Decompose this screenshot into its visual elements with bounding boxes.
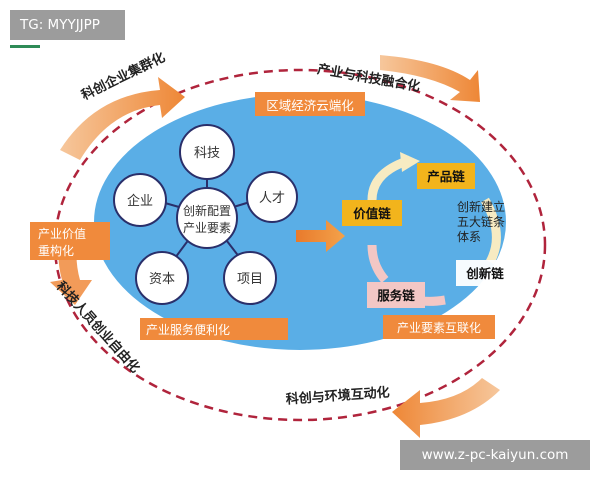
label-box-left: [30, 222, 110, 260]
chain-innovation-label: 创新链: [465, 266, 504, 281]
hub-center-text-1: 创新配置: [183, 203, 231, 218]
label-box-top: [255, 92, 365, 116]
chain-service-label: 服务链: [377, 288, 415, 303]
label-left-text-1: 产业价值: [38, 226, 86, 241]
chain-product-box: [417, 163, 475, 189]
hub-node-capital: 资本: [149, 272, 175, 287]
watermark-bottom-right: www.z-pc-kaiyun.com: [400, 440, 590, 470]
arc-label-bottom: 科创与环境互动化: [285, 384, 390, 407]
hub-node-project: 项目: [237, 272, 263, 287]
arc-arrow-top-right: [380, 55, 480, 102]
chain-product-label: 产品链: [427, 169, 465, 184]
chain-innovation-box: [456, 260, 514, 286]
hub-node-tech: 科技: [194, 146, 220, 161]
hub-node-capital-circle: [135, 251, 189, 305]
chain-value-box: [342, 200, 402, 226]
hub-node-talent-circle: [246, 171, 298, 223]
label-box-bottom-left: [140, 318, 288, 340]
watermark-accent-bar: [10, 45, 40, 48]
arc-arrow-bottom-right: [392, 378, 500, 438]
center-right-arrow: [296, 220, 345, 252]
hub-node-tech-circle: [179, 124, 235, 180]
label-left-text-2: 重构化: [38, 243, 74, 258]
arc-arrow-top-left: [60, 77, 185, 160]
label-bottom-right-text: 产业要素互联化: [397, 321, 481, 335]
chain-service-box: [367, 282, 425, 308]
chain-caption-line-1: 创新建立: [457, 199, 505, 214]
hub-node-talent: 人才: [259, 191, 285, 206]
hub-center-circle: [176, 187, 238, 249]
chain-value-label: 价值链: [353, 206, 391, 221]
label-top-text: 区域经济云端化: [266, 98, 354, 113]
hub-node-enterprise: 企业: [127, 193, 153, 209]
label-bottom-left-text: 产业服务便利化: [146, 322, 230, 337]
label-box-bottom-right: [383, 315, 495, 339]
chain-caption-line-2: 五大链条: [457, 214, 505, 229]
watermark-top-left: TG: MYYJJPP: [10, 10, 125, 40]
hub-node-enterprise-circle: [113, 173, 167, 227]
hub-node-project-circle: [223, 251, 277, 305]
chain-caption-line-3: 体系: [457, 230, 481, 244]
hub-center-text-2: 产业要素: [183, 221, 231, 235]
